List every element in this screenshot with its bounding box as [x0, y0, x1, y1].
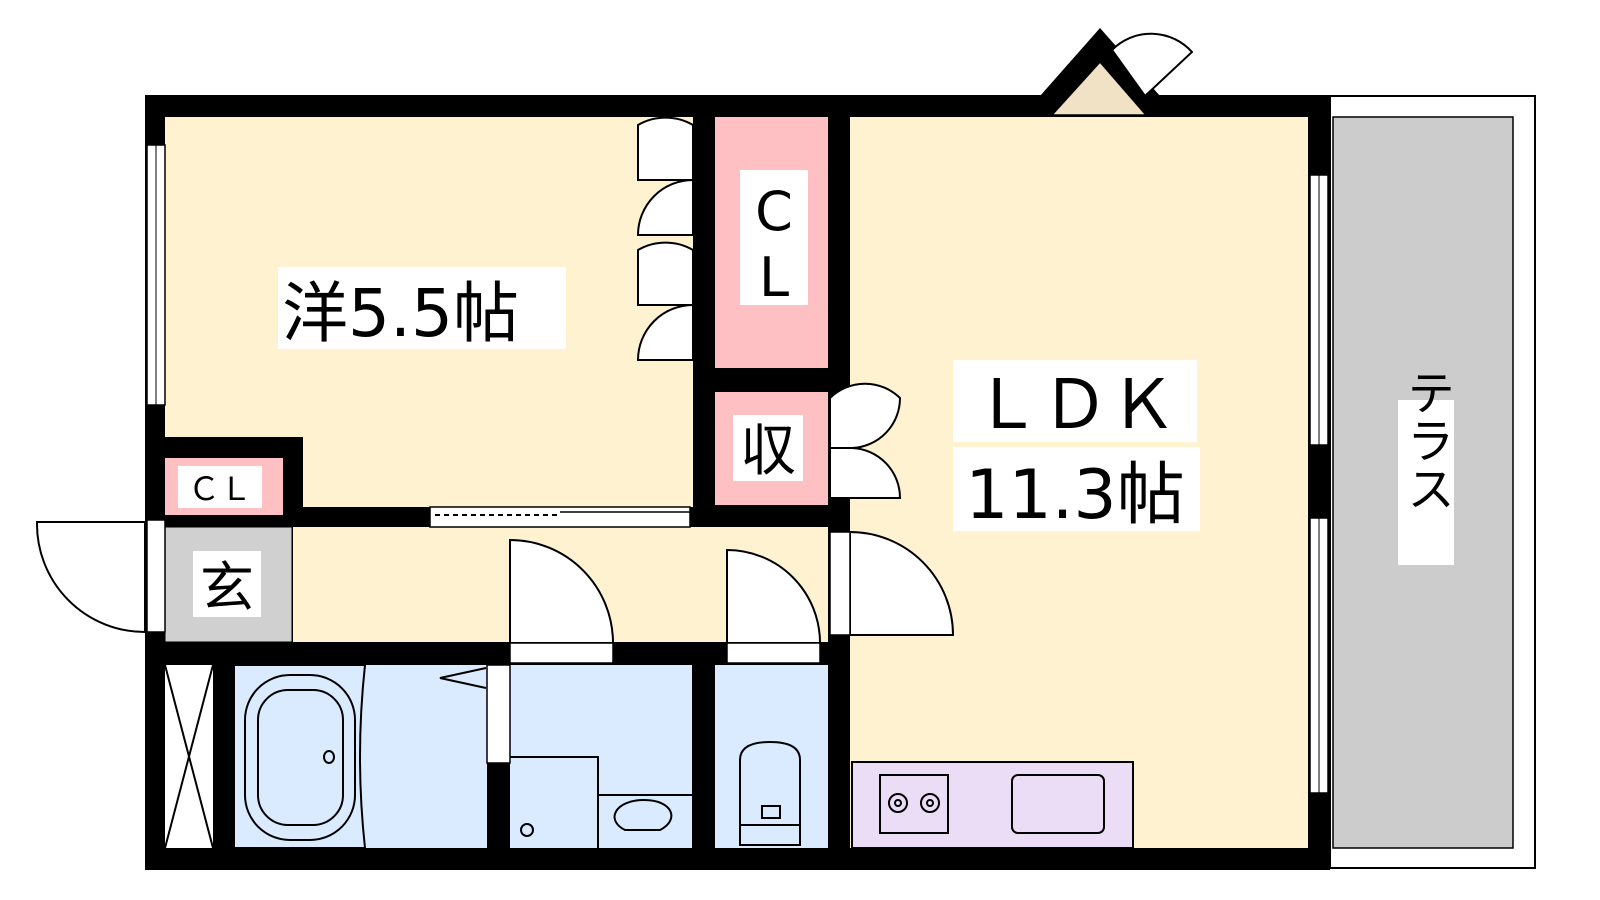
label-terrace: テラス	[1398, 368, 1454, 512]
entry-door-swing	[1110, 32, 1194, 98]
entry-door-landing	[1050, 60, 1148, 116]
toilet	[739, 740, 801, 846]
door-toilet[interactable]	[726, 548, 822, 644]
front-door[interactable]	[35, 521, 146, 634]
stove-icon	[879, 774, 949, 834]
bath-door[interactable]	[486, 664, 511, 764]
bathtub	[235, 664, 367, 849]
toilet-room	[715, 665, 828, 848]
label-entrance: 玄	[200, 556, 254, 619]
label-ldk: ＬＤＫ	[973, 366, 1177, 445]
closet-doors[interactable]	[636, 116, 902, 499]
door-washroom[interactable]	[509, 538, 615, 644]
label-storage: 収	[740, 419, 796, 484]
label-closet-c: C	[755, 180, 793, 243]
sliding-door[interactable]	[429, 506, 691, 528]
washbasin	[510, 756, 692, 848]
label-closet-entry: ＣＬ	[188, 470, 252, 508]
label-ldk-size: 11.3帖	[965, 456, 1184, 535]
label-closet-l: L	[759, 246, 789, 309]
door-ldk[interactable]	[849, 530, 955, 636]
label-western: 洋5.5帖	[282, 275, 519, 352]
kitchen-counter	[851, 761, 1134, 849]
sink-icon	[1011, 774, 1105, 834]
window-entrance	[146, 519, 166, 633]
